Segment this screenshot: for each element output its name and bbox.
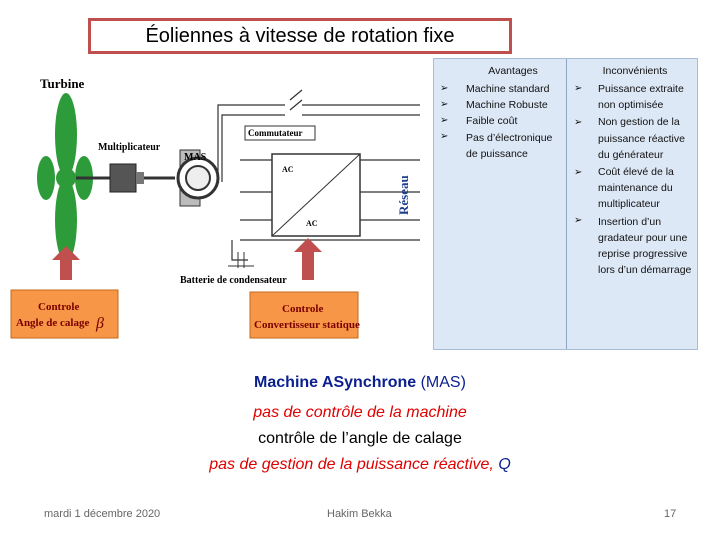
table-divider xyxy=(566,59,567,349)
grid-wires xyxy=(217,89,420,261)
ac-top-label: AC xyxy=(282,165,294,174)
reseau-label: Réseau xyxy=(396,175,411,215)
bullet-arrow-icon: ➢ xyxy=(574,83,583,94)
capacitor-bank xyxy=(228,252,254,268)
summary-line-4: pas de gestion de la puissance réactive,… xyxy=(0,456,720,474)
bullet-arrow-icon: ➢ xyxy=(440,115,449,126)
control-angle-box xyxy=(10,289,119,339)
pros-cons-table: Avantages Inconvénients ➢ ➢ ➢ ➢ Machine … xyxy=(433,58,698,350)
commutateur-label: Commutateur xyxy=(248,128,303,138)
avantage-item: Machine standard xyxy=(466,83,550,95)
wind-turbine-diagram: Commutateur AC AC Turbine Multiplicateur… xyxy=(10,76,420,339)
machine-asynchrone-text: Machine ASynchrone xyxy=(254,374,417,391)
bullet-arrow-icon: ➢ xyxy=(440,131,449,142)
inconvenient-item: Non gestion de la puissance réactive du … xyxy=(598,116,685,161)
converter-block: AC AC xyxy=(271,153,361,237)
avantage-item: Machine Robuste xyxy=(466,99,548,112)
beta-symbol: β xyxy=(95,315,104,332)
slide-title: Éoliennes à vitesse de rotation fixe xyxy=(145,24,455,47)
bullet-arrow-icon: ➢ xyxy=(440,83,449,94)
footer-date: mardi 1 décembre 2020 xyxy=(44,508,161,520)
bullet-arrow-icon: ➢ xyxy=(574,215,583,226)
avantages-list: Machine standard Machine Robuste Faible … xyxy=(466,81,562,162)
summary-line-3: contrôle de l’angle de calage xyxy=(258,430,462,447)
slide-title-box: Éoliennes à vitesse de rotation fixe xyxy=(88,18,512,54)
ac-bottom-label: AC xyxy=(306,219,318,228)
control-arrows xyxy=(52,238,322,280)
inconvenients-header: Inconvénients xyxy=(602,65,668,77)
summary-line-4-text: pas de gestion de la puissance réactive, xyxy=(209,456,499,473)
turbine-label: Turbine xyxy=(40,76,85,91)
inconvenients-list: Puissance extraite non optimisée Non ges… xyxy=(598,81,696,278)
gearbox-block xyxy=(109,163,137,193)
avantage-item: Faible coût xyxy=(466,115,518,128)
avantage-item: Pas d’électronique de puissance xyxy=(466,131,553,160)
bullet-arrow-icon: ➢ xyxy=(440,99,449,110)
q-symbol: Q xyxy=(498,456,511,473)
batterie-label: Batterie de condensateur xyxy=(180,275,287,286)
control-right-line2: Convertisseur statique xyxy=(254,319,360,331)
control-right-line1: Controle xyxy=(282,303,323,315)
control-converter-box xyxy=(249,291,359,339)
inconvenient-item: Insertion d’un gradateur pour une repris… xyxy=(598,215,692,277)
control-left-line2: Angle de calage xyxy=(16,317,89,329)
multiplicateur-label: Multiplicateur xyxy=(98,142,161,153)
control-left-line1: Controle xyxy=(38,301,79,313)
summary-line-2: pas de contrôle de la machine xyxy=(253,404,467,421)
mas-machine xyxy=(176,149,220,207)
inconvenient-item: Coût élevé de la maintenance du multipli… xyxy=(598,166,674,211)
bullet-arrow-icon: ➢ xyxy=(574,117,583,128)
mas-label: MAS xyxy=(184,152,207,163)
summary-line-1: Machine ASynchrone (MAS) xyxy=(0,374,720,392)
avantages-header: Avantages xyxy=(488,65,538,77)
bullet-arrow-icon: ➢ xyxy=(574,167,583,178)
inconvenient-item: Puissance extraite non optimisée xyxy=(598,83,684,112)
footer-page-number: 17 xyxy=(664,508,677,520)
footer-author: Hakim Bekka xyxy=(327,508,392,520)
mas-paren-text: (MAS) xyxy=(416,374,466,391)
